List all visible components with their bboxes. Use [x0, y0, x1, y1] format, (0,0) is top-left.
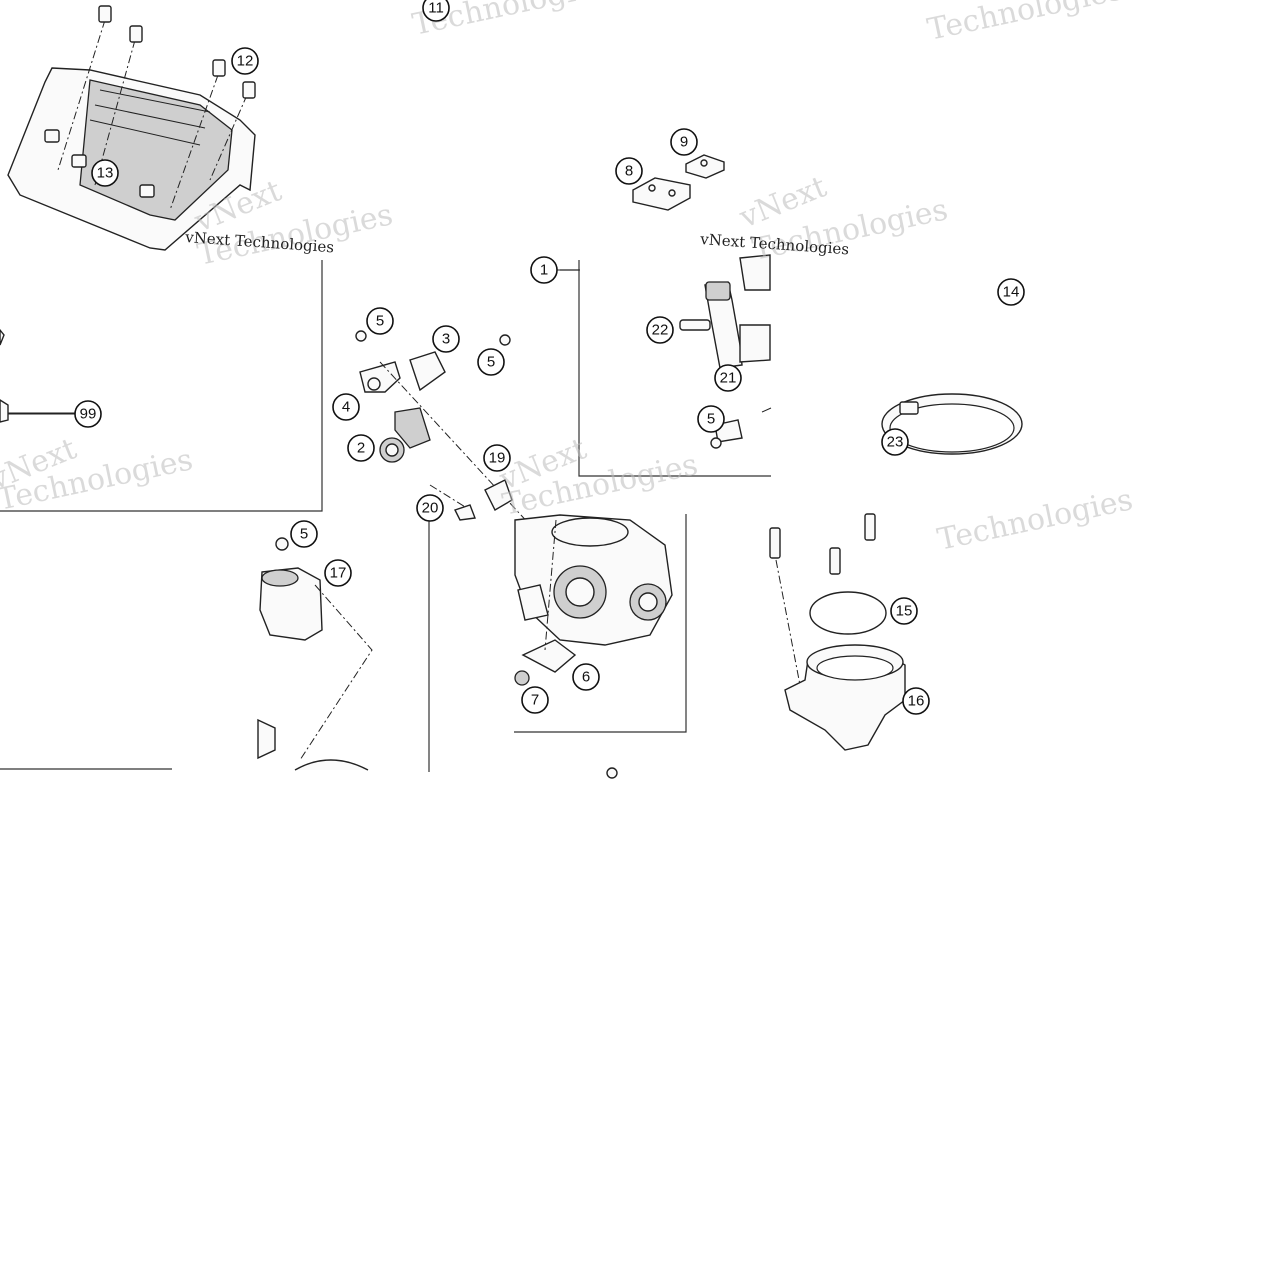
svg-text:21: 21 — [720, 370, 737, 387]
svg-text:5: 5 — [300, 526, 308, 543]
intake-boot-assembly — [769, 513, 906, 751]
svg-text:3: 3 — [442, 331, 450, 348]
callout-20: 20 — [416, 494, 444, 522]
svg-text:13: 13 — [97, 165, 114, 182]
callout-2: 2 — [347, 434, 375, 462]
svg-text:9: 9 — [680, 134, 688, 151]
callout-leaders — [8, 269, 579, 415]
misc-fragments — [454, 269, 618, 779]
watermark-brand-2: Technologies — [934, 482, 1135, 558]
svg-text:4: 4 — [342, 399, 350, 416]
svg-text:8: 8 — [625, 163, 633, 180]
callout-19: 19 — [483, 444, 511, 472]
fuel-injector-group — [355, 330, 591, 591]
callout-23: 23 — [881, 428, 909, 456]
intake-cover-assembly — [7, 5, 256, 251]
svg-text:19: 19 — [489, 450, 506, 467]
idle-control-valve — [257, 537, 373, 771]
callout-14: 14 — [997, 278, 1025, 306]
callout-7: 7 — [521, 686, 549, 714]
callout-22: 22 — [646, 316, 674, 344]
svg-text:5: 5 — [707, 411, 715, 428]
callout-5: 5 — [366, 307, 394, 335]
svg-text:15: 15 — [896, 603, 913, 620]
svg-text:12: 12 — [237, 53, 254, 70]
callout-5: 5 — [697, 405, 725, 433]
callout-5: 5 — [290, 520, 318, 548]
throttle-body — [514, 514, 673, 686]
svg-text:7: 7 — [531, 692, 539, 709]
svg-text:17: 17 — [330, 565, 347, 582]
throttle-position-sensor — [679, 254, 772, 449]
callout-16: 16 — [902, 687, 930, 715]
callouts: 1 2 3 4 5 5 5 5 6 7 8 9 11 12 13 14 15 1… — [74, 0, 1025, 715]
svg-text:11: 11 — [428, 0, 444, 17]
clips — [632, 154, 725, 211]
callout-9: 9 — [670, 128, 698, 156]
svg-text:1: 1 — [540, 262, 548, 279]
left-partial-part — [0, 328, 75, 423]
callout-3: 3 — [432, 325, 460, 353]
svg-text:99: 99 — [80, 406, 97, 423]
svg-text:20: 20 — [422, 500, 439, 517]
watermarks: Technologies Technologies vNext vNext vN… — [0, 0, 1136, 558]
callout-1: 1 — [530, 256, 558, 284]
callout-17: 17 — [324, 559, 352, 587]
watermark-brand-2: Technologies — [924, 0, 1125, 48]
callout-99: 99 — [74, 400, 102, 428]
svg-text:23: 23 — [887, 434, 904, 451]
svg-text:14: 14 — [1003, 284, 1020, 301]
callout-13: 13 — [91, 159, 119, 187]
callout-4: 4 — [332, 393, 360, 421]
svg-text:5: 5 — [376, 313, 384, 330]
callout-21: 21 — [714, 364, 742, 392]
callout-15: 15 — [890, 597, 918, 625]
blank-area — [0, 780, 1285, 1285]
svg-text:16: 16 — [908, 693, 925, 710]
callout-11: 11 — [422, 0, 450, 22]
callout-8: 8 — [615, 157, 643, 185]
svg-text:2: 2 — [357, 440, 365, 457]
callout-6: 6 — [572, 663, 600, 691]
svg-text:22: 22 — [652, 322, 669, 339]
callout-12: 12 — [231, 47, 259, 75]
callout-5: 5 — [477, 348, 505, 376]
svg-text:6: 6 — [582, 669, 590, 686]
svg-text:5: 5 — [487, 354, 495, 371]
hose-clamp — [881, 393, 1023, 455]
